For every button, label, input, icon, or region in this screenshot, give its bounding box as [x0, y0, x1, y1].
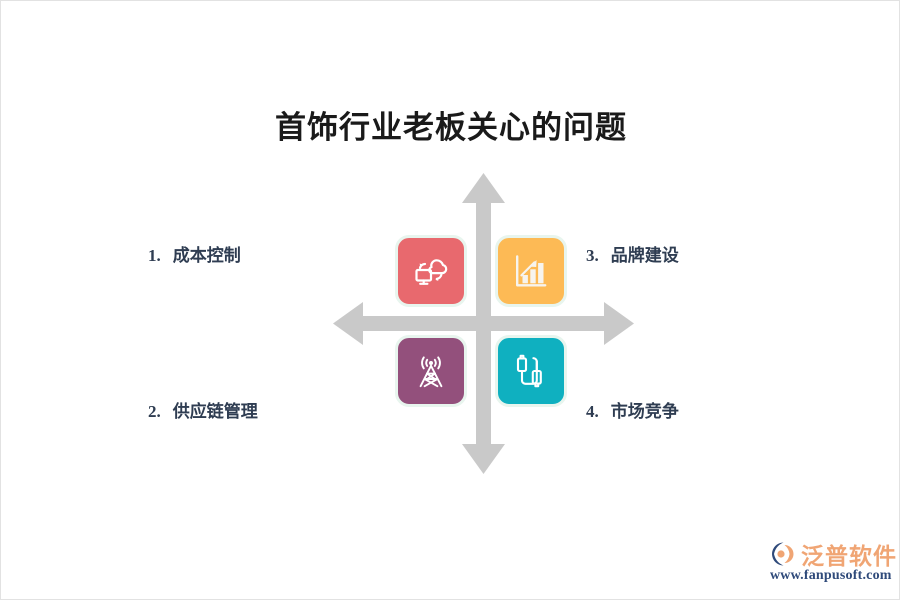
- quadrant-number-1: 1.: [148, 246, 161, 265]
- logo-company-name: 泛普软件: [801, 544, 897, 569]
- quadrant-tile-market-competition[interactable]: [495, 335, 567, 407]
- horizontal-axis-shaft: [353, 316, 614, 331]
- fanpu-swoosh-icon: [772, 542, 794, 566]
- axis-arrow-up-icon: [462, 173, 505, 203]
- quadrant-label-supply-chain: 2. 供应链管理: [148, 397, 258, 422]
- quadrant-number-3: 3.: [586, 246, 599, 265]
- quadrant-label-market-competition: 4. 市场竞争: [586, 397, 679, 422]
- quadrant-tile-supply-chain[interactable]: [395, 335, 467, 407]
- axis-arrow-right-icon: [604, 302, 634, 345]
- bar-chart-growth-icon: [516, 255, 547, 287]
- quadrant-axes: [333, 173, 634, 474]
- usb-cable-icon: [516, 354, 542, 388]
- quadrant-text-2: 供应链管理: [172, 402, 258, 421]
- quadrant-text-4: 市场竞争: [610, 402, 679, 421]
- quadrant-number-2: 2.: [148, 402, 161, 421]
- quadrant-text-3: 品牌建设: [610, 246, 679, 265]
- logo-website-url: www.fanpusoft.com: [770, 568, 892, 583]
- quadrant-number-4: 4.: [586, 402, 599, 421]
- page-title: 首饰行业老板关心的问题: [275, 110, 627, 145]
- axis-arrow-left-icon: [333, 302, 363, 345]
- quadrant-label-brand-building: 3. 品牌建设: [586, 241, 679, 266]
- brand-logo: 泛普软件 www.fanpusoft.com: [769, 537, 896, 589]
- quadrant-text-1: 成本控制: [172, 246, 241, 265]
- quadrant-label-cost-control: 1. 成本控制: [148, 241, 241, 266]
- quadrant-tile-brand-building[interactable]: [495, 235, 567, 307]
- axis-arrow-down-icon: [462, 444, 505, 474]
- quadrant-tile-cost-control[interactable]: [395, 235, 467, 307]
- cloud-sync-monitor-icon: [415, 259, 448, 285]
- broadcast-tower-icon: [419, 356, 443, 388]
